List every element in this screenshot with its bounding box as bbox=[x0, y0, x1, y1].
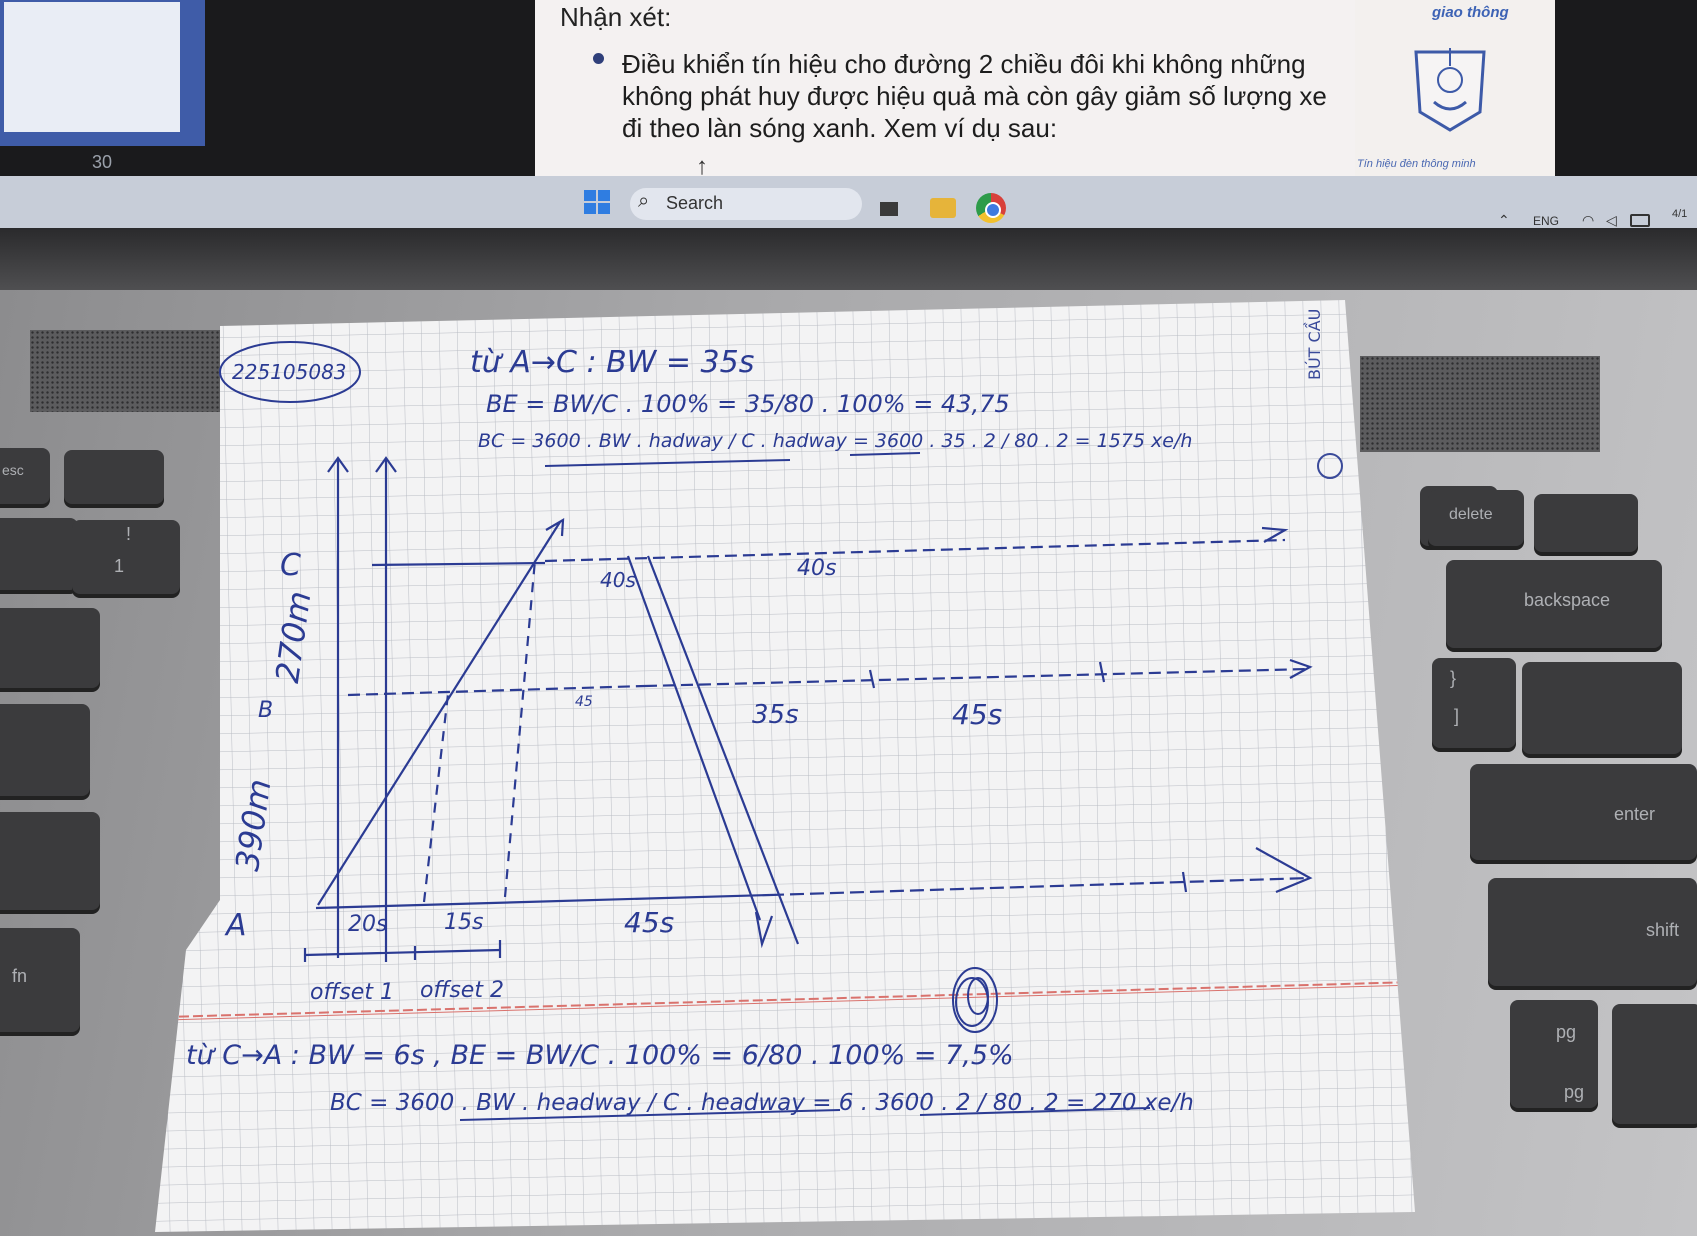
key-delete-label: delete bbox=[1449, 506, 1493, 523]
note-line-2: BE = BW/C . 100% = 35/80 . 100% = 43,75 bbox=[486, 390, 1010, 418]
note-line-1: từ A→C : BW = 35s bbox=[470, 345, 755, 380]
windows-start-icon[interactable] bbox=[584, 190, 610, 214]
key-esc[interactable] bbox=[0, 448, 50, 504]
key-caps[interactable] bbox=[0, 704, 90, 796]
key-1-shift-label: ! bbox=[126, 524, 132, 544]
label-35s: 35s bbox=[752, 700, 799, 730]
taskbar-search-box[interactable] bbox=[630, 188, 862, 220]
side-panel-title: giao thông bbox=[1432, 4, 1509, 21]
file-explorer-icon[interactable] bbox=[930, 198, 956, 218]
wifi-icon[interactable]: ◠ bbox=[1582, 212, 1595, 228]
key-bracket-open-label: ] bbox=[1454, 706, 1460, 726]
label-offset-1: offset 1 bbox=[310, 980, 394, 1005]
slide-bullet-text: Điều khiển tín hiệu cho đường 2 chiều đô… bbox=[622, 49, 1327, 143]
taskbar-app-icon[interactable] bbox=[880, 202, 898, 216]
key-backspace-label: backspace bbox=[1524, 590, 1611, 610]
notebook-brand: BÚT CẦU bbox=[1305, 308, 1324, 380]
slide-title: Nhận xét: bbox=[560, 2, 672, 32]
key-tilde[interactable] bbox=[0, 518, 78, 590]
battery-icon[interactable] bbox=[1630, 214, 1650, 227]
brand-logo-icon bbox=[1317, 453, 1343, 479]
time-space-diagram bbox=[303, 456, 1313, 962]
label-45-top: 45 bbox=[575, 694, 593, 710]
slide-thumbnail[interactable] bbox=[4, 2, 180, 132]
note-line-3: BC = 3600 . BW . hadway / C . hadway = 3… bbox=[478, 430, 1193, 452]
key-fn-label: fn bbox=[12, 966, 28, 986]
label-40s-b: 40s bbox=[797, 556, 837, 581]
label-45s-bottom: 45s bbox=[624, 906, 675, 939]
key-1[interactable] bbox=[72, 520, 180, 594]
key-delete[interactable] bbox=[1428, 490, 1524, 546]
key-arrow[interactable] bbox=[1612, 1004, 1697, 1124]
key-esc-label: esc bbox=[2, 462, 24, 478]
axis-label-a: A bbox=[226, 908, 247, 943]
label-20s: 20s bbox=[348, 912, 388, 937]
search-icon: ⌕ bbox=[638, 190, 650, 212]
key-shift-right[interactable] bbox=[1488, 878, 1697, 986]
bullet-dot bbox=[593, 53, 604, 64]
key-1-label: 1 bbox=[114, 556, 125, 576]
key-tab[interactable] bbox=[0, 608, 100, 688]
key-shift-left[interactable] bbox=[0, 812, 100, 910]
key-pgdn-label: pg bbox=[1564, 1082, 1585, 1102]
tray-language[interactable]: ENG bbox=[1533, 214, 1560, 228]
key-backspace[interactable] bbox=[1446, 560, 1662, 648]
slide-thumbnail-panel[interactable] bbox=[0, 0, 205, 146]
slide-number: 30 bbox=[92, 152, 113, 172]
key-pgup-label: pg bbox=[1556, 1022, 1577, 1042]
label-offset-2: offset 2 bbox=[420, 978, 504, 1003]
student-id: 225105083 bbox=[232, 360, 347, 384]
chrome-icon[interactable] bbox=[976, 193, 1006, 223]
scribble-mark bbox=[952, 967, 998, 1033]
key-shift-label: shift bbox=[1646, 920, 1680, 940]
mouse-cursor-icon: ↑ bbox=[696, 153, 708, 180]
key-pgup[interactable] bbox=[1510, 1000, 1598, 1108]
key-mute[interactable] bbox=[64, 450, 164, 504]
side-panel-caption: Tín hiệu đèn thông minh bbox=[1357, 158, 1476, 170]
label-40s-a: 40s bbox=[600, 568, 636, 592]
university-logo bbox=[1414, 48, 1486, 132]
key-backslash[interactable] bbox=[1522, 662, 1682, 754]
key-bracket-close-label: } bbox=[1450, 668, 1457, 688]
search-label: Search bbox=[666, 193, 724, 213]
student-id-circle bbox=[219, 341, 361, 403]
key-fn[interactable] bbox=[0, 928, 80, 1032]
key-enter-label: enter bbox=[1614, 804, 1656, 824]
speaker-grille-left bbox=[30, 330, 220, 412]
axis-label-b: B bbox=[258, 698, 274, 723]
axis-label-c: C bbox=[280, 548, 301, 583]
speaker-grille-right bbox=[1360, 356, 1600, 452]
note-line-5: BC = 3600 . BW . headway / C . headway =… bbox=[330, 1090, 1194, 1116]
note-line-4: từ C→A : BW = 6s , BE = BW/C . 100% = 6/… bbox=[186, 1040, 1014, 1071]
presentation-slide bbox=[535, 0, 1390, 176]
tray-chevron-icon[interactable]: ⌃ bbox=[1498, 212, 1510, 228]
label-15s: 15s bbox=[444, 910, 484, 935]
volume-icon[interactable]: ◁ bbox=[1606, 212, 1617, 228]
label-45s-mid: 45s bbox=[952, 698, 1003, 731]
key-enter[interactable] bbox=[1470, 764, 1697, 860]
key-blank[interactable] bbox=[1534, 494, 1638, 552]
tray-clock[interactable]: 4/1 bbox=[1672, 208, 1688, 220]
key-bracket[interactable] bbox=[1432, 658, 1516, 748]
